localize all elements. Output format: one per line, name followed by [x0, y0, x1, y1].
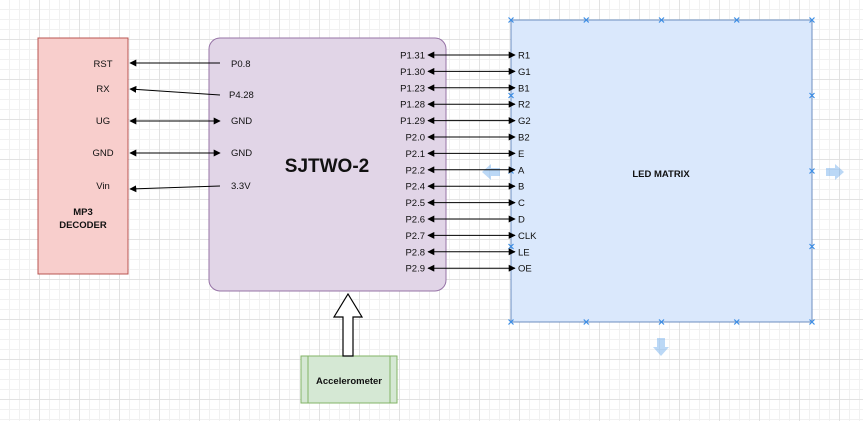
- mp3-decoder-title-line2: DECODER: [59, 220, 107, 231]
- mp3-pin-vin: Vin: [96, 181, 110, 192]
- hint-arrow-right-icon: [826, 164, 844, 180]
- hint-arrow-left-icon: [482, 164, 500, 180]
- mp3-decoder-title-line1: MP3: [73, 207, 93, 218]
- accelerometer-block[interactable]: Accelerometer: [300, 355, 398, 404]
- accelerometer-title: Accelerometer: [316, 376, 382, 387]
- sjtwo-pin-p2-6: P2.6: [405, 215, 425, 226]
- led-pin-r2: R2: [518, 100, 530, 111]
- sjtwo-pin-p2-7: P2.7: [405, 231, 425, 242]
- sjtwo-title: SJTWO-2: [285, 156, 369, 177]
- led-pin-c: C: [518, 198, 525, 209]
- led-pin-a: A: [518, 165, 525, 176]
- sjtwo-pin-3v3: 3.3V: [231, 181, 251, 192]
- sjtwo-pin-p2-2: P2.2: [405, 165, 425, 176]
- led-matrix-title: LED MATRIX: [632, 169, 690, 180]
- sjtwo-led-wires[interactable]: [427, 51, 516, 272]
- accelerometer-box[interactable]: [300, 355, 398, 404]
- sjtwo-pin-p2-4: P2.4: [405, 182, 425, 193]
- sjtwo-pin-gnd-2: GND: [231, 148, 252, 159]
- resize-handle-icon[interactable]: [508, 319, 514, 325]
- resize-handle-icon[interactable]: [508, 17, 514, 23]
- resize-handle-icon[interactable]: [809, 168, 815, 174]
- mp3-decoder-block[interactable]: MP3 DECODER RST RX UG GND Vin: [37, 37, 129, 275]
- resize-handle-icon[interactable]: [658, 319, 665, 325]
- sjtwo-pin-p2-5: P2.5: [405, 198, 425, 209]
- sjtwo-right-pin-labels: P1.31P1.30P1.23P1.28P1.29P2.0P2.1P2.2P2.…: [400, 51, 425, 275]
- led-pin-g2: G2: [518, 116, 531, 127]
- resize-handle-icon[interactable]: [809, 319, 815, 325]
- sjtwo-pin-p1-30: P1.30: [400, 67, 425, 78]
- led-pin-b1: B1: [518, 83, 530, 94]
- mp3-pin-gnd: GND: [92, 148, 113, 159]
- led-pin-r1: R1: [518, 51, 530, 62]
- sjtwo-pin-p2-1: P2.1: [405, 149, 425, 160]
- sjtwo-pin-p2-8: P2.8: [405, 247, 425, 258]
- hint-arrow-down-icon: [653, 338, 669, 356]
- resize-handle-icon[interactable]: [658, 17, 665, 23]
- mp3-pin-ug: UG: [96, 116, 110, 127]
- sjtwo-pin-p0-8: P0.8: [231, 59, 251, 70]
- sjtwo-pin-p1-28: P1.28: [400, 100, 425, 111]
- resize-handle-icon[interactable]: [508, 92, 514, 99]
- resize-handle-icon[interactable]: [583, 17, 590, 23]
- sjtwo-pin-p2-9: P2.9: [405, 264, 425, 275]
- sjtwo-pin-p4-28: P4.28: [229, 90, 254, 101]
- sjtwo-pin-p1-31: P1.31: [400, 51, 425, 62]
- sjtwo-pin-p2-0: P2.0: [405, 133, 425, 144]
- resize-handle-icon[interactable]: [809, 17, 815, 23]
- sjtwo-pin-p1-29: P1.29: [400, 116, 425, 127]
- led-pin-le: LE: [518, 247, 530, 258]
- led-pin-b2: B2: [518, 133, 530, 144]
- led-pin-clk: CLK: [518, 231, 537, 242]
- mp3-sjtwo-wires[interactable]: [129, 59, 221, 193]
- mp3-pin-rst: RST: [94, 59, 113, 70]
- resize-handle-icon[interactable]: [583, 319, 590, 325]
- sjtwo-block[interactable]: SJTWO-2 P0.8 P4.28 GND GND 3.3V P1.31P1.…: [208, 37, 447, 292]
- wire-rx[interactable]: [129, 85, 221, 96]
- led-pin-b: B: [518, 182, 524, 193]
- led-pin-d: D: [518, 215, 525, 226]
- resize-handle-icon[interactable]: [733, 319, 740, 325]
- sjtwo-pin-gnd-1: GND: [231, 116, 252, 127]
- wire-vin[interactable]: [129, 185, 221, 193]
- accelerometer-to-sjtwo-arrow[interactable]: [332, 292, 364, 357]
- led-pin-e: E: [518, 149, 524, 160]
- resize-handle-icon[interactable]: [508, 243, 514, 250]
- led-pin-oe: OE: [518, 264, 532, 275]
- mp3-pin-rx: RX: [96, 84, 110, 95]
- resize-handle-icon[interactable]: [809, 243, 815, 250]
- led-pin-g1: G1: [518, 67, 531, 78]
- led-matrix-selection-handles[interactable]: [508, 17, 815, 325]
- resize-handle-icon[interactable]: [809, 92, 815, 99]
- sjtwo-box[interactable]: [208, 37, 447, 292]
- mp3-decoder-box[interactable]: [37, 37, 129, 275]
- resize-handle-icon[interactable]: [733, 17, 740, 23]
- sjtwo-pin-p1-23: P1.23: [400, 83, 425, 94]
